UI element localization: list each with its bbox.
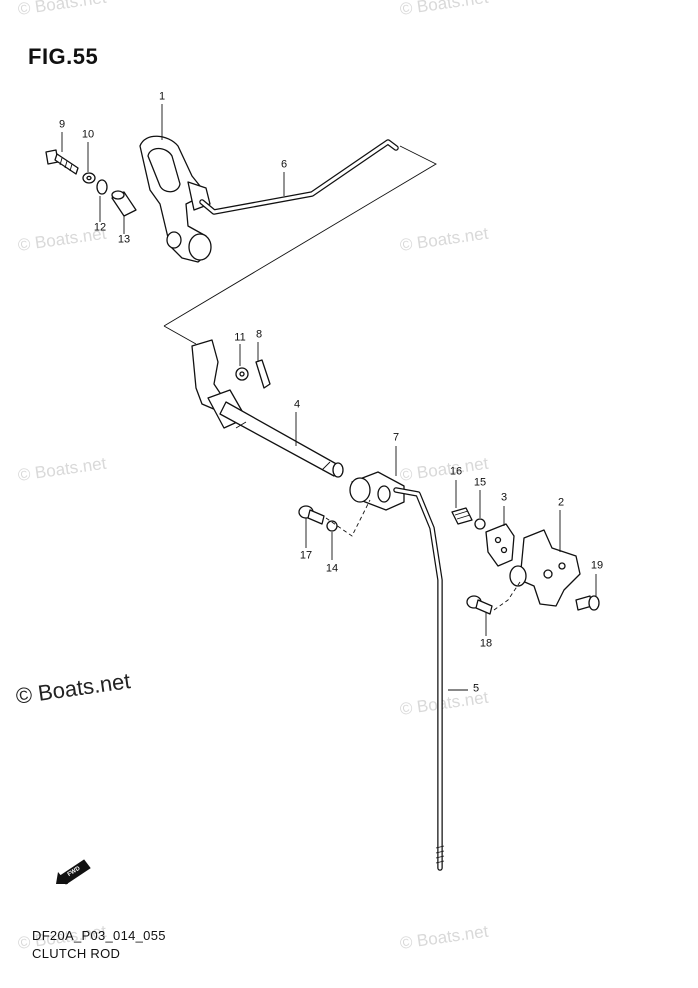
callout-6: 6 bbox=[280, 158, 288, 171]
callout-2: 2 bbox=[557, 496, 565, 509]
callout-17: 17 bbox=[299, 549, 313, 562]
ball-part-15 bbox=[474, 518, 486, 530]
detent-plate-part-3 bbox=[485, 523, 515, 567]
bolt-part-9 bbox=[45, 149, 79, 175]
callout-19: 19 bbox=[590, 559, 604, 572]
o-ring-part-12 bbox=[96, 179, 108, 195]
figure-title: FIG.55 bbox=[28, 44, 99, 69]
screw-part-19 bbox=[575, 595, 600, 611]
callout-4: 4 bbox=[293, 398, 301, 411]
clutch-joint-part-7 bbox=[349, 471, 405, 511]
callout-7: 7 bbox=[392, 431, 400, 444]
clutch-lever-part-1 bbox=[139, 135, 212, 263]
callout-12: 12 bbox=[93, 221, 107, 234]
callout-13: 13 bbox=[117, 233, 131, 246]
callout-10: 10 bbox=[81, 128, 95, 141]
callout-11: 11 bbox=[234, 331, 246, 344]
clutch-rod-part-5 bbox=[393, 487, 445, 871]
callout-9: 9 bbox=[58, 118, 66, 131]
callout-18: 18 bbox=[479, 637, 493, 650]
shift-bracket-part-2 bbox=[509, 529, 581, 607]
callout-3: 3 bbox=[500, 491, 508, 504]
callout-5: 5 bbox=[472, 682, 480, 695]
callout-8: 8 bbox=[255, 328, 263, 341]
callout-1: 1 bbox=[158, 90, 166, 103]
callout-14: 14 bbox=[325, 562, 339, 575]
bolt-part-18 bbox=[466, 595, 493, 615]
callout-15: 15 bbox=[473, 476, 487, 489]
upper-clutch-rod-part-6 bbox=[199, 139, 399, 215]
clutch-shaft-part-4 bbox=[191, 339, 344, 478]
cotter-pin-part-8 bbox=[255, 359, 271, 389]
forward-arrow-icon: FWD bbox=[56, 859, 91, 885]
spring-part-16 bbox=[451, 507, 473, 525]
bolt-part-17 bbox=[298, 505, 325, 525]
reference-line bbox=[163, 325, 197, 345]
figure-name: CLUTCH ROD bbox=[32, 946, 121, 961]
reference-line bbox=[163, 145, 437, 327]
figure-code: DF20A_P03_014_055 bbox=[32, 928, 166, 943]
collar-part-13 bbox=[111, 190, 137, 217]
callout-16: 16 bbox=[449, 465, 463, 478]
